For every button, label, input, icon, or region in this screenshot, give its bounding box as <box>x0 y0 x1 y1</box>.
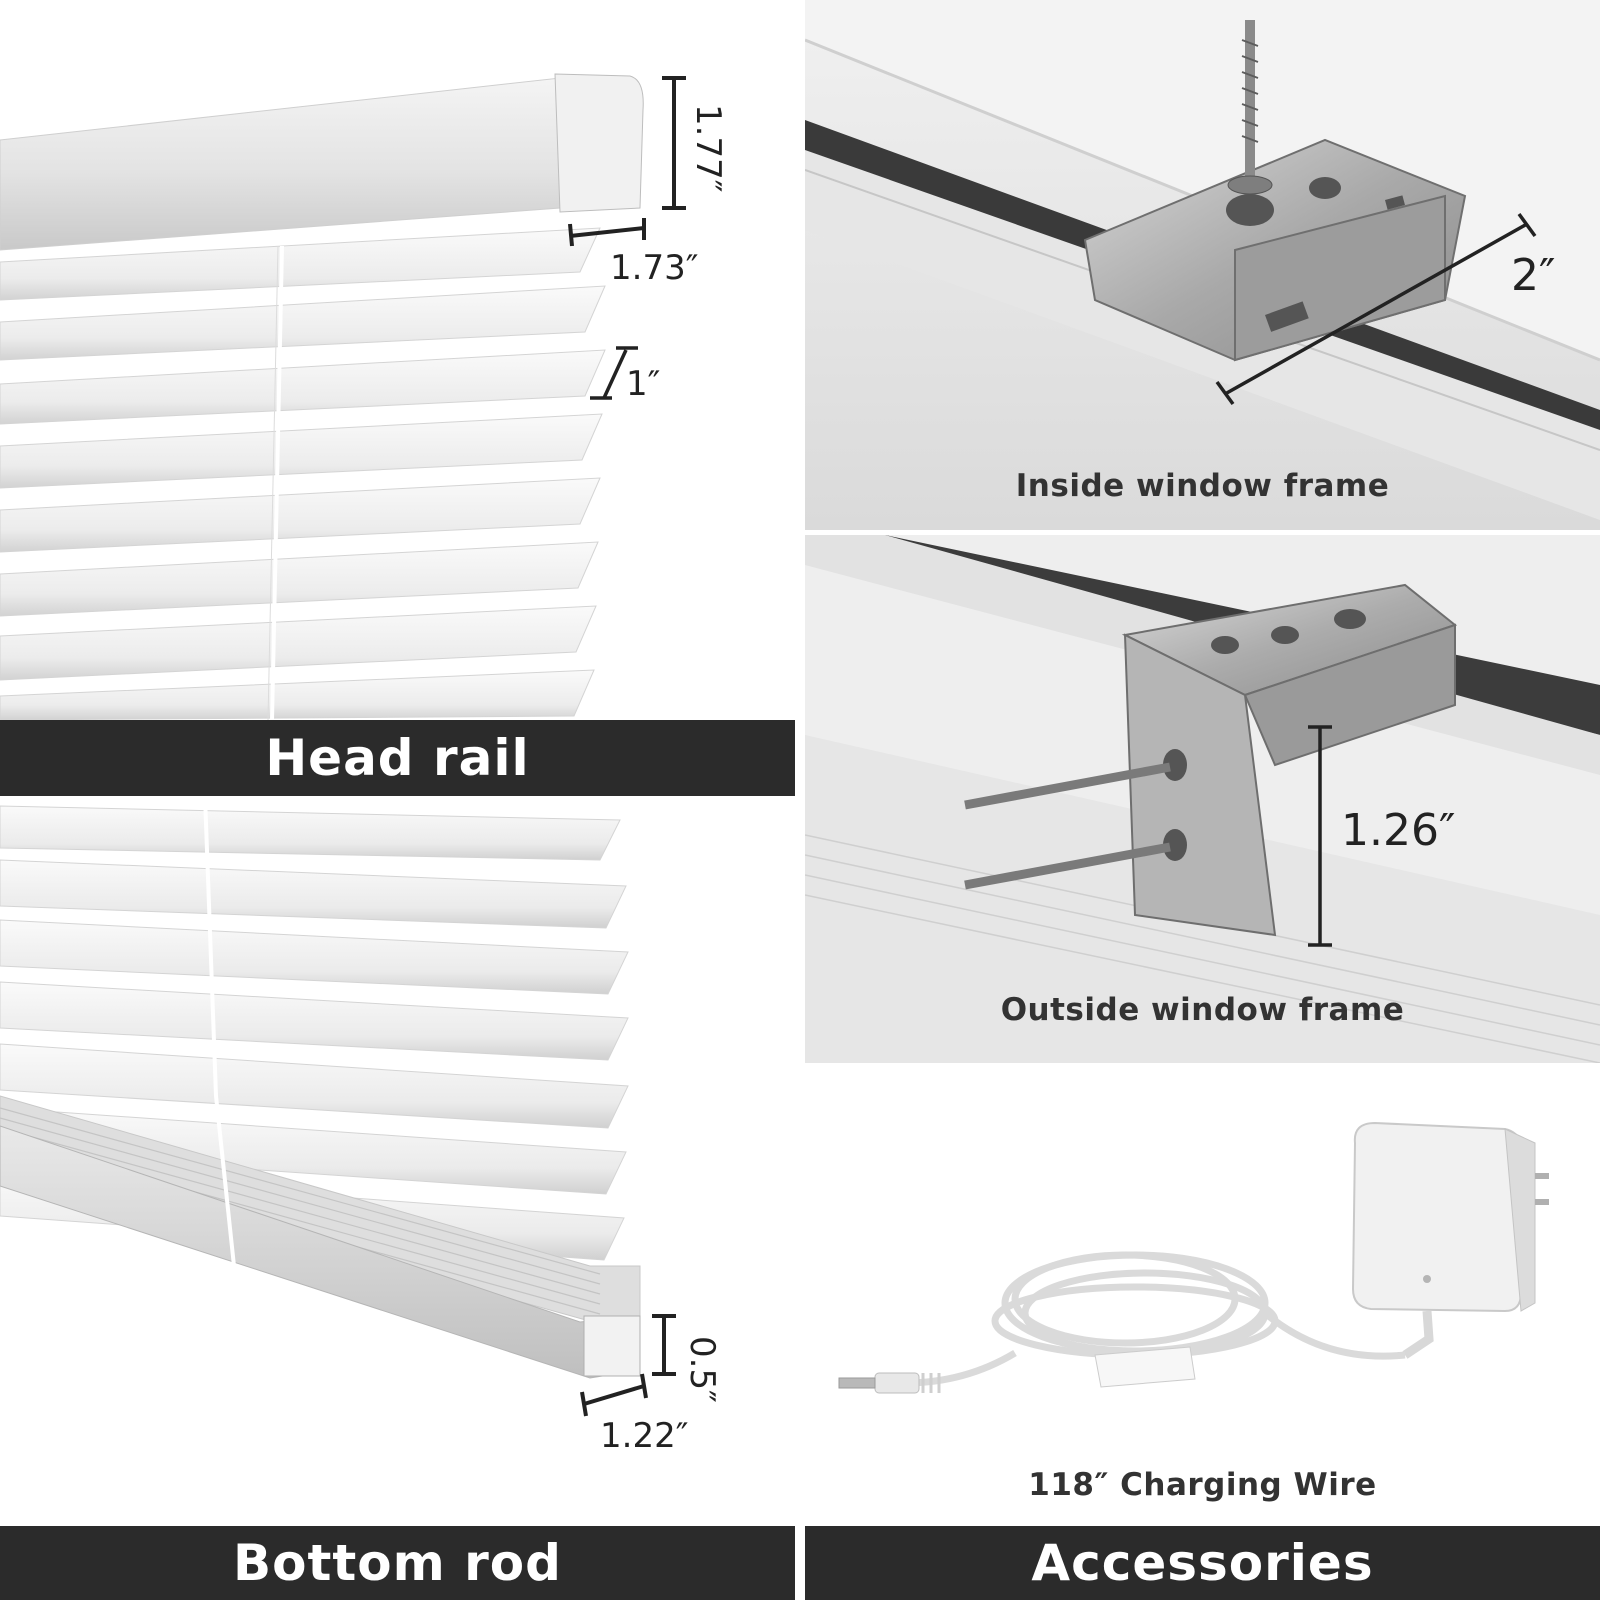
head-rail-depth-label: 1.73″ <box>610 248 699 288</box>
bottom-rod-height-dimension <box>652 1314 676 1376</box>
outside-frame-caption: Outside window frame <box>1000 992 1405 1028</box>
inside-frame-dimension-label: 2″ <box>1511 250 1556 301</box>
inside-bracket-dimension <box>1215 212 1537 406</box>
bottom-rod-label-bar: Bottom rod <box>0 1526 795 1600</box>
outside-screws <box>964 762 1171 890</box>
head-rail-height-label: 1.77″ <box>688 104 728 193</box>
head-rail-depth-dimension <box>568 218 646 247</box>
head-rail-illustration <box>0 73 686 720</box>
inside-frame-caption: Inside window frame <box>1015 468 1390 504</box>
slat-width-dimension <box>590 346 638 400</box>
charging-wire-caption: 118″ Charging Wire <box>1028 1467 1377 1503</box>
bottom-rod-illustration <box>0 796 676 1417</box>
bottom-rod-depth-dimension <box>580 1373 648 1417</box>
inside-bracket <box>1083 138 1467 362</box>
head-rail-title: Head rail <box>265 729 530 787</box>
outside-bracket <box>1121 583 1458 937</box>
inside-frame-panel: 2″ Inside window frame <box>805 0 1600 530</box>
inside-screw <box>1227 20 1273 195</box>
outside-frame-dimension-label: 1.26″ <box>1341 805 1456 856</box>
outside-bracket-dimension <box>1308 725 1332 947</box>
slat-width-label: 1″ <box>626 364 661 404</box>
outside-frame-panel: 1.26″ Outside window frame <box>805 535 1600 1063</box>
bottom-rod-title: Bottom rod <box>233 1534 562 1592</box>
head-rail-label-bar: Head rail <box>0 720 795 796</box>
bottom-rod-panel: 0.5″ 1.22″ <box>0 796 795 1526</box>
accessories-title: Accessories <box>1031 1534 1374 1592</box>
head-rail-panel: 1.77″ 1.73″ 1″ <box>0 0 795 720</box>
accessories-label-bar: Accessories <box>805 1526 1600 1600</box>
head-rail-height-dimension <box>662 76 686 210</box>
barrel-plug <box>838 1372 941 1394</box>
accessories-panel: 118″ Charging Wire <box>805 1063 1600 1526</box>
bottom-rod-height-label: 0.5″ <box>682 1336 722 1403</box>
outside-frame-illustration <box>805 535 1600 1063</box>
power-adapter <box>1351 1121 1549 1359</box>
slats <box>0 227 606 720</box>
charging-wire-illustration <box>838 1121 1549 1394</box>
inside-frame-illustration <box>805 0 1600 530</box>
bottom-rod-depth-label: 1.22″ <box>600 1416 689 1456</box>
